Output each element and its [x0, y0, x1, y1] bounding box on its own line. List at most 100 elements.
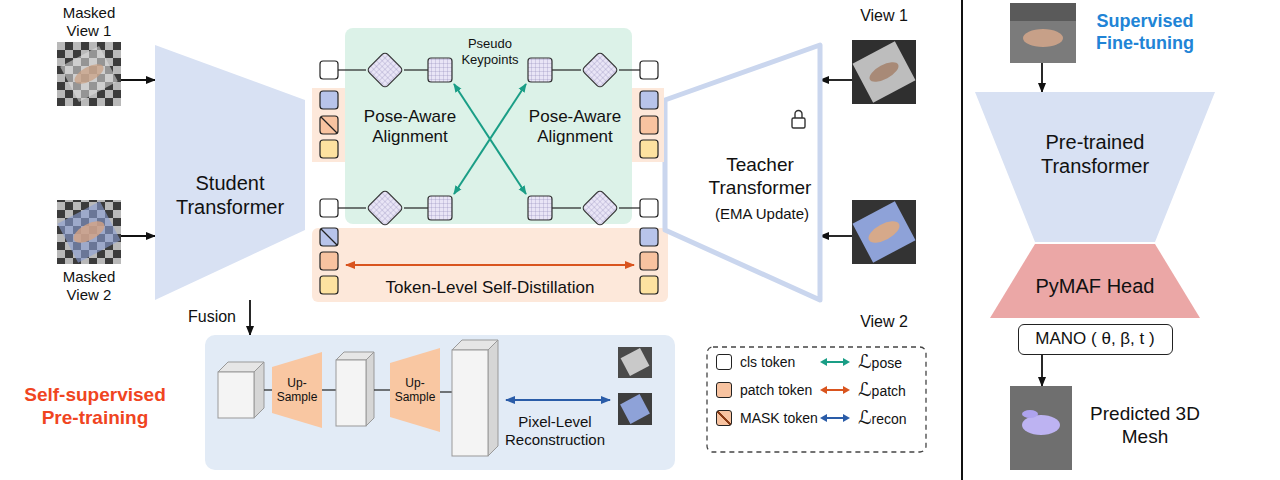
pose-head — [582, 190, 619, 227]
alignment-band: Pseudo KeypointsPose-Aware AlignmentPose… — [345, 28, 632, 224]
pseudo-keypoints — [528, 58, 552, 82]
connector-arrow — [1041, 63, 1043, 92]
edge-label: Fusion — [188, 307, 236, 326]
legend-label: ℒpatch — [858, 379, 906, 402]
connector-arrow — [820, 79, 852, 81]
decoder-link — [322, 389, 336, 390]
image-panel: Masked View 2 — [57, 200, 121, 264]
hand-mesh — [1022, 415, 1060, 435]
patch-token — [640, 276, 658, 294]
legend-head — [843, 386, 850, 394]
feature-cube — [366, 352, 374, 426]
head-trapezoid: PyMAF Head — [990, 244, 1200, 318]
token-band — [632, 88, 664, 162]
input-photo — [1023, 29, 1063, 47]
legend-line-sample — [820, 356, 850, 368]
token-link — [619, 207, 640, 208]
patch-token — [320, 276, 338, 294]
hand-photo — [852, 201, 915, 262]
patch-token — [640, 228, 658, 246]
legend-swatch — [716, 410, 732, 426]
legend-line-sample — [820, 412, 850, 424]
upsample-block-shape — [272, 352, 322, 428]
legend-line-sample — [820, 384, 850, 396]
legend-swatch — [716, 382, 732, 398]
encoder-trapezoid: Pre-trained Transformer — [975, 92, 1215, 242]
node-label: Pose-Aware Alignment — [358, 107, 463, 148]
legend-head — [843, 414, 850, 422]
node-label: Pseudo Keypoints — [454, 36, 526, 67]
token-link — [552, 69, 581, 70]
masked-image — [57, 200, 121, 264]
patch-token — [320, 140, 338, 158]
token-band — [312, 88, 345, 162]
feature-cube — [218, 372, 254, 418]
token-link — [619, 69, 640, 70]
legend-head — [820, 386, 827, 394]
connector-arrow — [121, 235, 155, 237]
patch-token — [320, 252, 338, 270]
pose-head — [582, 52, 619, 89]
token-link — [338, 207, 366, 208]
patch-token — [640, 140, 658, 158]
patch-loss-arrow — [346, 264, 634, 266]
pseudo-keypoints — [428, 58, 452, 82]
recon-loss-arrow — [506, 399, 610, 401]
upsample-block: Up-Sample — [390, 348, 440, 432]
patch-token — [640, 91, 658, 109]
image-panel: View 2 — [852, 200, 916, 264]
encoder-trapezoid-shape — [975, 92, 1215, 242]
decoder-link — [374, 389, 390, 390]
mask-token — [320, 116, 338, 134]
cls-token — [640, 61, 658, 79]
connector-arrow — [1041, 355, 1043, 386]
hand-mesh — [1022, 410, 1038, 418]
hand-photo — [867, 58, 902, 85]
token-link — [404, 69, 428, 70]
image-panel: Masked View 1 — [57, 42, 121, 106]
encoder-trapezoid: Student Transformer — [155, 45, 305, 300]
token-link — [552, 207, 581, 208]
node-label: Student Transformer — [165, 171, 295, 219]
mask-hatch — [321, 229, 337, 245]
node-label: View 1 — [860, 6, 908, 25]
node-label: Teacher Transformer — [695, 154, 825, 200]
node-label: Predicted 3D Mesh — [1088, 403, 1203, 449]
pose-loss-arrow — [454, 84, 526, 194]
legend-head — [820, 414, 827, 422]
mesh-photo — [1010, 386, 1072, 470]
panel-title: Self-supervised Pre-training — [8, 384, 183, 430]
legend-label: ℒrecon — [858, 407, 907, 430]
legend-label: ℒpose — [858, 351, 902, 374]
input-photo — [1010, 3, 1076, 21]
legend-item: MASK token — [716, 410, 818, 427]
view-image — [852, 40, 916, 104]
patch-token — [640, 116, 658, 134]
legend-line — [826, 389, 844, 391]
pose-head — [367, 190, 404, 227]
patch-token — [320, 91, 338, 109]
node-label: Token-Level Self-Distillation — [386, 278, 595, 298]
upsample-block-shape — [390, 348, 440, 432]
output-box: MANO ( θ, β, t ) — [1018, 324, 1173, 355]
reconstruction-band: Pixel-Level Reconstruction Up-Sample Up-Sa… — [205, 335, 675, 470]
cls-token — [320, 61, 338, 79]
node-label: (EMA Update) — [715, 205, 809, 223]
feature-cube — [488, 340, 498, 456]
connector-arrow — [121, 79, 155, 81]
cls-token — [320, 199, 338, 217]
legend-line — [826, 361, 844, 363]
node-label: MANO ( θ, β, t ) — [1035, 329, 1154, 349]
connector-arrow — [249, 300, 251, 335]
legend-head — [843, 358, 850, 366]
distillation-band: Token-Level Self-Distillation — [312, 228, 668, 302]
upsample-block: Up-Sample — [272, 352, 322, 428]
node-label: Pixel-Level Reconstruction — [490, 413, 620, 449]
node-label: View 2 — [860, 312, 908, 331]
image-panel: Supervised Fine-tuning — [1010, 3, 1076, 63]
panel-divider — [961, 0, 963, 480]
legend-label: patch token — [740, 382, 812, 399]
recon-image — [620, 394, 650, 424]
node-label: Supervised Fine-tuning — [1085, 11, 1205, 54]
